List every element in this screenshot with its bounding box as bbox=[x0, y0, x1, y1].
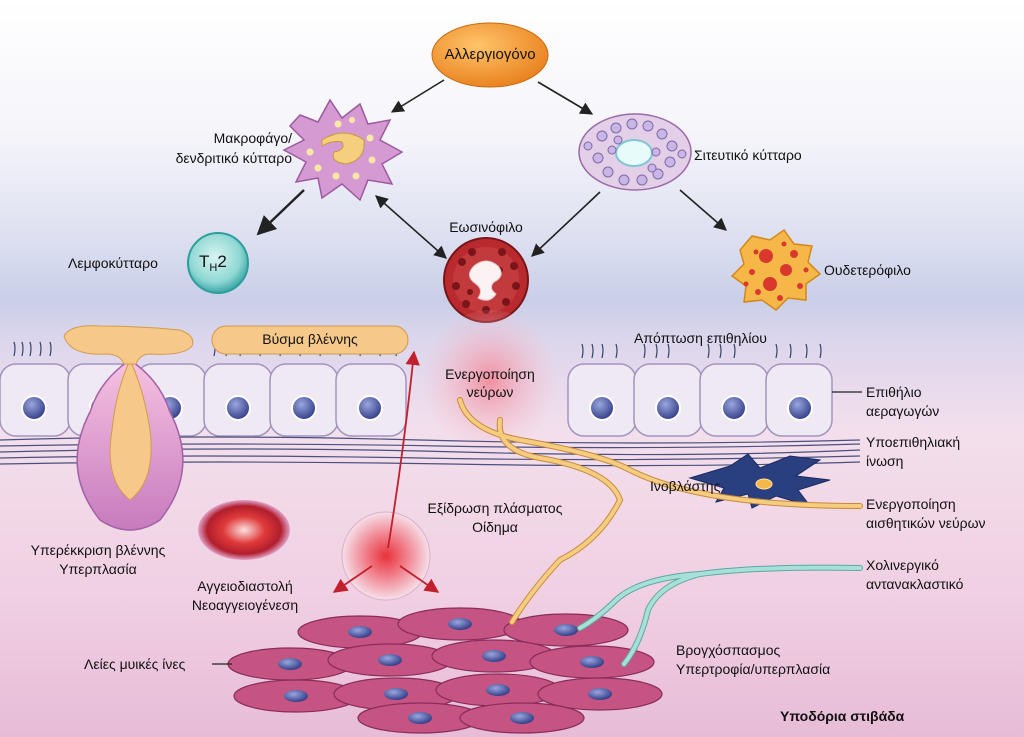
airway-epithelium-label-line2: αεραγωγών bbox=[866, 403, 940, 419]
mucus-hypersecretion-label-line2: Υπερπλασία bbox=[59, 561, 137, 577]
subepithelial-fibrosis-label-line2: ίνωση bbox=[866, 453, 904, 469]
cholinergic-nerve bbox=[578, 565, 862, 666]
smooth-muscle-fibers bbox=[227, 607, 663, 734]
eosinophil-label: Εωσινόφιλο bbox=[449, 219, 523, 235]
bronchospasm-label-line2: Υπερτροφία/υπερπλασία bbox=[676, 661, 831, 677]
mucus-plug-left bbox=[63, 325, 194, 365]
mast-cell bbox=[578, 113, 692, 191]
mucus-plug bbox=[211, 325, 409, 355]
epithelial-shedding-label: Απόπτωση επιθηλίου bbox=[634, 330, 767, 346]
airway-epithelium bbox=[0, 341, 833, 437]
macrophage-label-line2: δενδριτικό κύτταρο bbox=[175, 150, 292, 166]
submucosa-label: Υποδόρια στιβάδα bbox=[780, 708, 905, 724]
plasma-exudation bbox=[341, 511, 431, 601]
plasma-exudation-label-line2: Οίδημα bbox=[472, 519, 518, 535]
allergen-cell bbox=[431, 22, 549, 88]
vasodilation-label-line2: Νεοαγγειογένεση bbox=[191, 597, 299, 613]
mucus-hypersecretion-label-line1: Υπερέκκριση βλέννης bbox=[30, 542, 166, 558]
mast-cell-label: Σιτευτικό κύτταρο bbox=[694, 147, 802, 163]
neutrophil-cell bbox=[730, 228, 822, 311]
top-arrows bbox=[256, 79, 727, 259]
macrophage-label-line1: Μακροφάγο/ bbox=[213, 130, 292, 146]
eosinophil-cell bbox=[443, 237, 529, 323]
bronchospasm-label-line1: Βρογχόσπασμος bbox=[676, 642, 781, 658]
allergen-label: Αλλεργιογόνο bbox=[444, 46, 536, 63]
th2-lymphocyte bbox=[187, 232, 249, 294]
mucus-gland bbox=[76, 358, 184, 531]
cholinergic-label-line1: Χολινεργικό bbox=[866, 557, 939, 573]
smooth-muscle-label: Λείες μυικές ίνες bbox=[84, 656, 186, 672]
mucus-plug-label: Βύσμα βλέννης bbox=[262, 331, 358, 347]
sensory-nerve-label-line2: αισθητικών νεύρων bbox=[866, 515, 986, 531]
plasma-exudation-label-line1: Εξίδρωση πλάσματος bbox=[427, 500, 563, 516]
lymphocyte-label: Λεμφοκύτταρο bbox=[68, 255, 158, 271]
leader-lines bbox=[212, 391, 862, 665]
airway-epithelium-label-line1: Επιθήλιο bbox=[866, 384, 922, 400]
cholinergic-label-line2: αντανακλαστικό bbox=[866, 576, 964, 592]
nerve-activation-label-line1: Ενεργοποίηση bbox=[445, 366, 535, 382]
th2-label: TH2 bbox=[199, 252, 227, 274]
sensory-nerve-label-line1: Ενεργοποίηση bbox=[866, 496, 956, 512]
subepithelial-fibrosis-label-line1: Υποεπιθηλιακή bbox=[866, 434, 961, 450]
fibroblast-label: Ινοβλάστης bbox=[650, 478, 721, 494]
vasodilation-label-line1: Αγγειοδιαστολή bbox=[197, 578, 293, 594]
blood-vessel bbox=[198, 500, 290, 560]
macrophage-cell bbox=[282, 98, 404, 202]
nerve-activation-label-line2: νεύρων bbox=[466, 384, 514, 400]
neutrophil-label: Ουδετερόφιλο bbox=[824, 262, 911, 278]
plasma-arrows bbox=[332, 350, 440, 593]
nerve-activation-glow bbox=[424, 310, 556, 450]
sensory-nerves bbox=[458, 398, 862, 624]
